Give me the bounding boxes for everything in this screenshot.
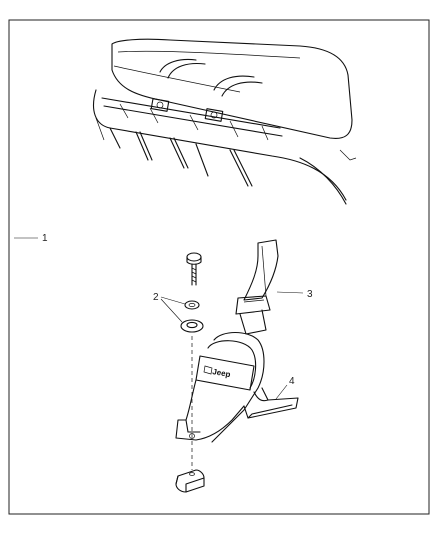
- diagram-frame: [8, 19, 430, 515]
- callout-label-2: 2: [153, 292, 159, 303]
- callout-2: 2: [153, 292, 186, 323]
- tie-down-strap: [235, 239, 279, 335]
- vehicle-roof-illustration: [92, 38, 357, 205]
- nut-plate: [175, 469, 205, 493]
- callout-label-4: 4: [289, 376, 295, 387]
- callout-3: 3: [276, 289, 313, 300]
- mounting-bracket: Jeep: [175, 331, 299, 443]
- bracket-logo: Jeep: [212, 367, 232, 379]
- bolt-and-washers: [180, 252, 204, 470]
- callout-label-3: 3: [307, 289, 313, 300]
- callout-4: 4: [275, 376, 295, 400]
- callout-1: 1: [14, 233, 48, 244]
- callout-label-1: 1: [42, 233, 48, 244]
